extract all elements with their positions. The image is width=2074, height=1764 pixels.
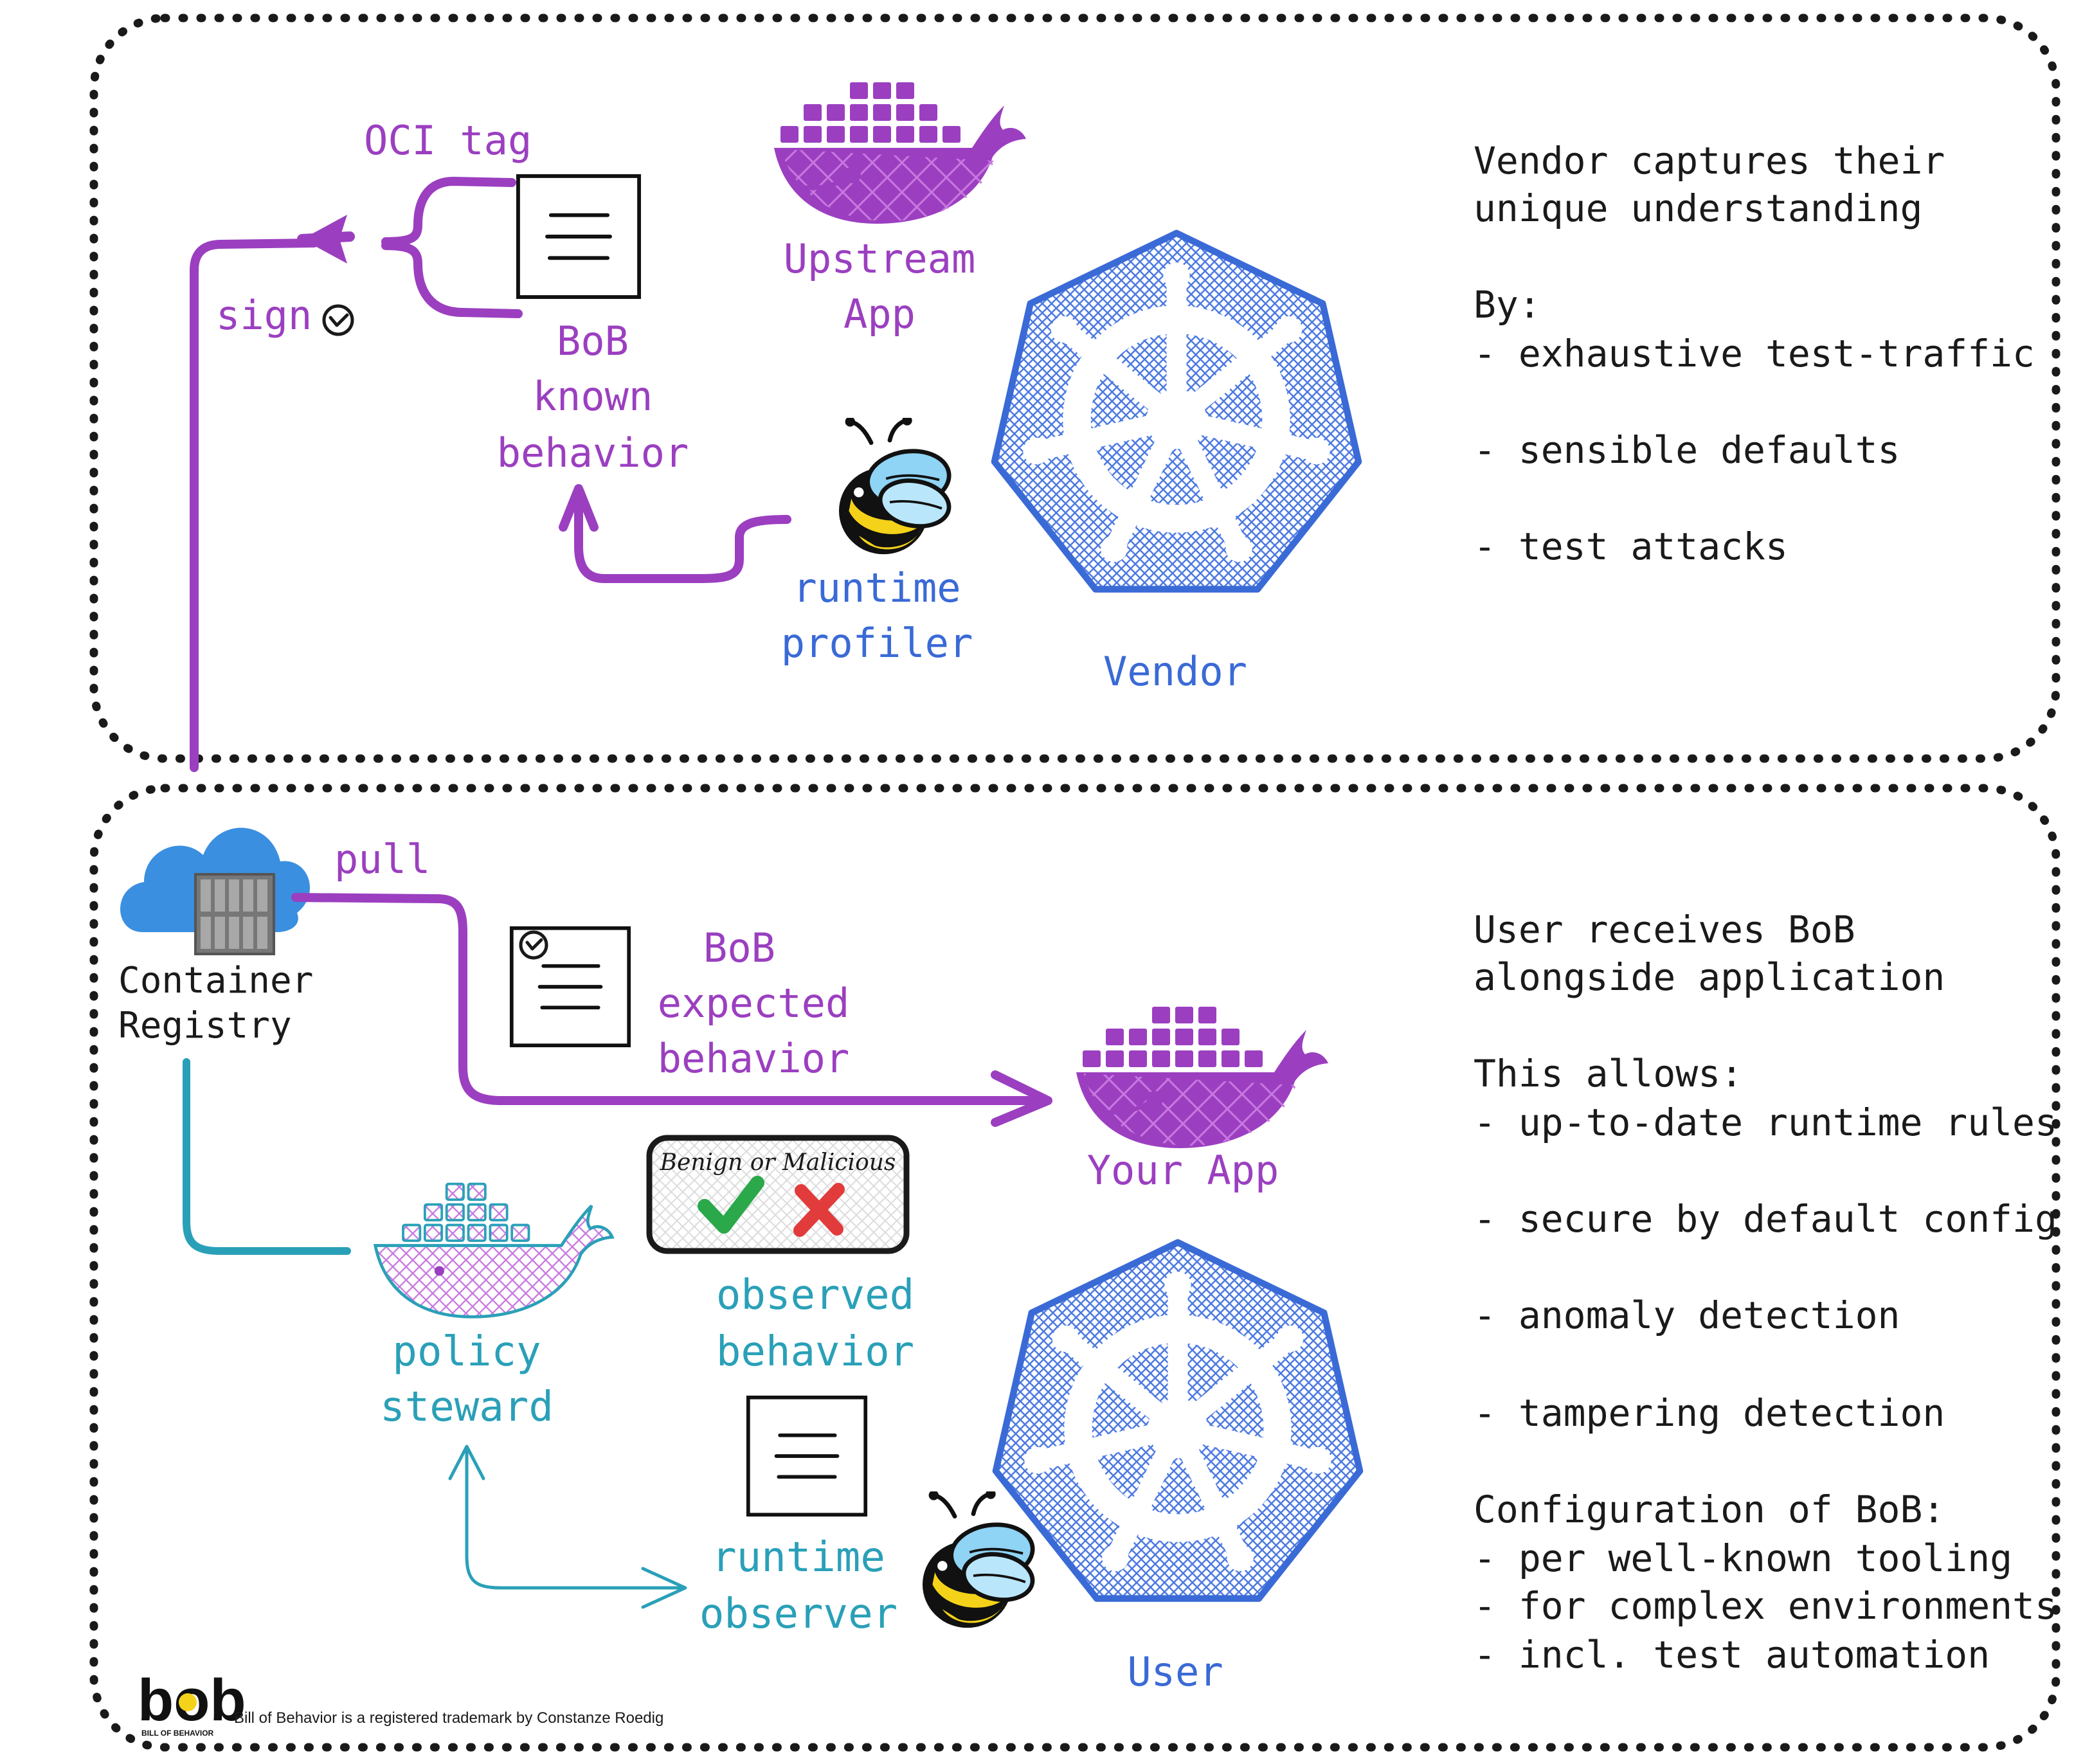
svg-text:BoB: BoB <box>703 924 775 971</box>
runtime-profiler-bee-icon <box>839 415 953 554</box>
bob-logo: bob BILL OF BEHAVIOR <box>138 1668 246 1738</box>
vendor-label: Vendor <box>1103 648 1247 695</box>
bob-known-behavior-label: BoB known behavior <box>497 318 689 476</box>
svg-text:- per well-known tooling: - per well-known tooling <box>1474 1536 2012 1580</box>
svg-text:observer: observer <box>699 1590 897 1638</box>
checkmark-icon <box>698 1176 764 1234</box>
your-app-whale-icon <box>1076 1007 1328 1148</box>
sign-branch <box>381 241 523 318</box>
user-label: User <box>1127 1648 1223 1695</box>
svg-text:alongside application: alongside application <box>1474 955 1945 999</box>
svg-text:- tampering detection: - tampering detection <box>1474 1391 1945 1435</box>
svg-text:BILL OF BEHAVIOR: BILL OF BEHAVIOR <box>141 1729 214 1738</box>
svg-text:- incl. test automation: - incl. test automation <box>1474 1633 1990 1677</box>
profiler-to-bob-arrow <box>574 491 791 583</box>
upstream-app-label: Upstream App <box>784 235 976 338</box>
registry-to-steward-line <box>183 1058 351 1255</box>
svg-text:- anomaly detection: - anomaly detection <box>1474 1293 1900 1337</box>
svg-text:profiler: profiler <box>781 620 973 667</box>
svg-text:- test attacks: - test attacks <box>1474 525 1788 568</box>
svg-text:By:: By: <box>1474 283 1541 327</box>
sign-connector-line <box>190 239 318 772</box>
svg-text:Configuration of BoB:: Configuration of BoB: <box>1474 1488 1945 1531</box>
user-description: User receives BoB alongside application … <box>1474 908 2057 1677</box>
svg-text:Vendor captures their: Vendor captures their <box>1474 139 1945 183</box>
steward-observer-link <box>465 1447 683 1590</box>
kubernetes-vendor-icon <box>995 233 1358 590</box>
your-app-label: Your App <box>1087 1147 1279 1194</box>
svg-text:- up-to-date runtime rules: - up-to-date runtime rules <box>1474 1101 2057 1144</box>
policy-steward-label: policy steward <box>380 1328 554 1431</box>
svg-text:- for complex environments: - for complex environments <box>1474 1584 2057 1628</box>
svg-text:behavior: behavior <box>716 1328 914 1376</box>
svg-text:- sensible defaults: - sensible defaults <box>1474 428 1900 472</box>
svg-text:behavior: behavior <box>658 1035 850 1082</box>
cross-icon <box>793 1183 845 1237</box>
svg-text:expected: expected <box>658 980 850 1027</box>
svg-text:Upstream: Upstream <box>784 235 976 282</box>
user-section-frame <box>89 784 2060 1752</box>
observed-document-icon <box>748 1398 865 1515</box>
benign-or-malicious-label: Benign or Malicious <box>660 1149 896 1176</box>
cloud-registry-icon <box>120 827 311 955</box>
kubernetes-user-icon <box>996 1243 1360 1599</box>
vendor-description: Vendor captures their unique understandi… <box>1474 139 2035 568</box>
signature-check-icon <box>322 304 354 336</box>
svg-text:policy: policy <box>392 1328 541 1376</box>
sign-label: sign <box>216 292 312 339</box>
svg-text:runtime: runtime <box>793 564 960 611</box>
runtime-profiler-label: runtime profiler <box>781 564 973 667</box>
bob-expected-behavior-label: BoB expected behavior <box>658 924 850 1082</box>
pull-arrow <box>291 893 1046 1105</box>
svg-text:- secure by default config: - secure by default config <box>1474 1197 2057 1241</box>
oci-tag-label: OCI tag <box>364 117 532 164</box>
svg-text:behavior: behavior <box>497 429 689 476</box>
merge-arrowhead <box>302 215 347 264</box>
svg-text:User receives BoB: User receives BoB <box>1474 908 1855 951</box>
svg-text:unique understanding: unique understanding <box>1474 186 1922 230</box>
svg-text:This allows:: This allows: <box>1474 1052 1743 1095</box>
document-icon <box>518 176 639 297</box>
svg-text:known: known <box>533 373 653 420</box>
signature-check-icon-user <box>519 930 548 960</box>
benign-or-malicious-card: Benign or Malicious <box>646 1135 910 1254</box>
svg-text:Registry: Registry <box>118 1005 292 1047</box>
observed-behavior-label: observed behavior <box>716 1272 914 1376</box>
svg-text:runtime: runtime <box>712 1534 885 1581</box>
upstream-app-whale-icon <box>774 82 1026 224</box>
pull-label: pull <box>334 836 430 883</box>
svg-text:App: App <box>843 291 915 338</box>
svg-text:BoB: BoB <box>557 318 629 364</box>
svg-text:- exhaustive test-traffic: - exhaustive test-traffic <box>1474 332 2035 375</box>
runtime-observer-label: runtime observer <box>699 1534 897 1638</box>
vendor-section-frame <box>89 14 2060 763</box>
svg-text:steward: steward <box>380 1383 554 1431</box>
container-registry-label: Container Registry <box>118 960 313 1047</box>
svg-text:Container: Container <box>118 960 313 1002</box>
policy-steward-whale-icon <box>373 1182 615 1318</box>
trademark-notice: Bill of Behavior is a registered tradema… <box>234 1709 663 1727</box>
oci-tag-branch <box>381 176 516 246</box>
runtime-observer-bee-icon <box>923 1489 1036 1628</box>
svg-text:observed: observed <box>716 1272 914 1319</box>
